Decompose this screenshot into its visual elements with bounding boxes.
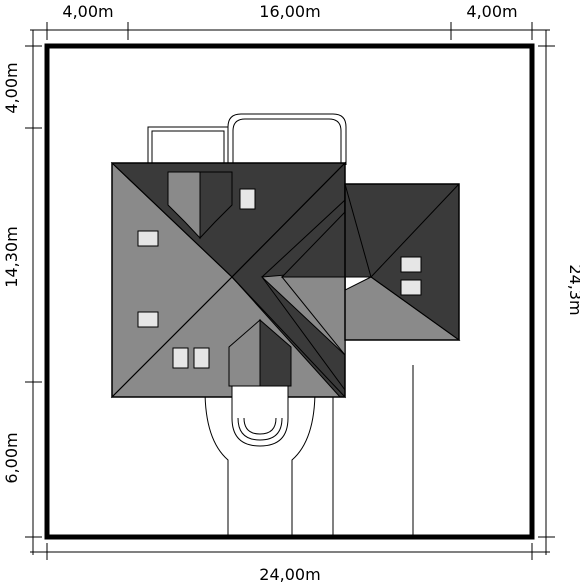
dim-top-middle: 16,00m (259, 2, 320, 21)
terrace (147, 113, 347, 166)
dim-top-left: 4,00m (62, 2, 113, 21)
driveway (204, 365, 414, 535)
dim-right: 24,3m (566, 264, 580, 315)
dimension-lines (25, 22, 555, 560)
roof-window (400, 256, 422, 273)
plot-boundary (44, 43, 535, 540)
roof-window (400, 279, 422, 296)
roof-window (137, 230, 159, 247)
dim-left-top: 4,00m (2, 62, 21, 113)
dim-bottom: 24,00m (259, 565, 320, 584)
roof-window (172, 347, 189, 369)
roof-window (137, 311, 159, 328)
dim-left-middle: 14,30m (2, 226, 21, 287)
dim-left-bottom: 6,00m (2, 432, 21, 483)
roof-window (193, 347, 210, 369)
entrance-porch (231, 385, 289, 447)
dormer-top (167, 171, 233, 240)
roof-window (239, 188, 256, 210)
dim-top-right: 4,00m (466, 2, 517, 21)
roof-windows (137, 188, 422, 369)
